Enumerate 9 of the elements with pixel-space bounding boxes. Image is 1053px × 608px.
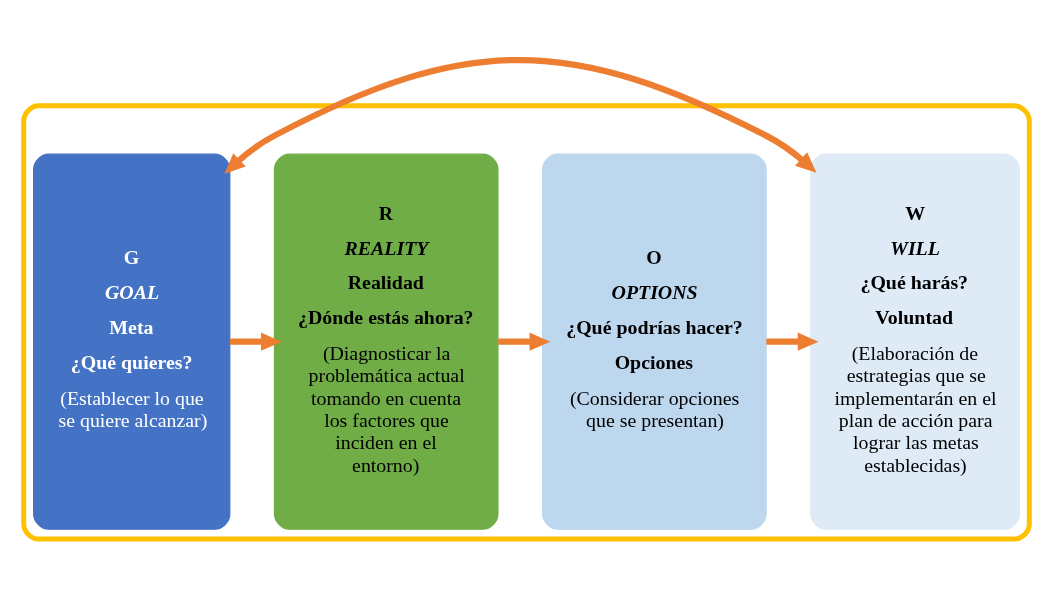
node-box: O OPTIONS ¿Qué podrías hacer? Opciones (Considerar opciones que se presentan) bbox=[542, 153, 767, 530]
node-box: G GOAL Meta ¿Qué quieres? (Establecer lo que se quiere alcanzar) bbox=[33, 153, 231, 530]
arrow bbox=[224, 56, 817, 174]
arrow bbox=[766, 332, 819, 351]
arrow bbox=[230, 332, 282, 351]
node-box: R REALITY Realidad ¿Dónde estás ahora? (Diagnosticar la problemática actual tomando en cuenta los factores que inciden en el entorno) bbox=[273, 153, 499, 530]
cluster bbox=[21, 102, 1032, 542]
arrow bbox=[498, 332, 551, 351]
node-box: W WILL ¿Qué harás? Voluntad (Elaboración de estrategias que se implementarán en el plan de acción para lograr las metas establecidas) bbox=[810, 153, 1020, 530]
